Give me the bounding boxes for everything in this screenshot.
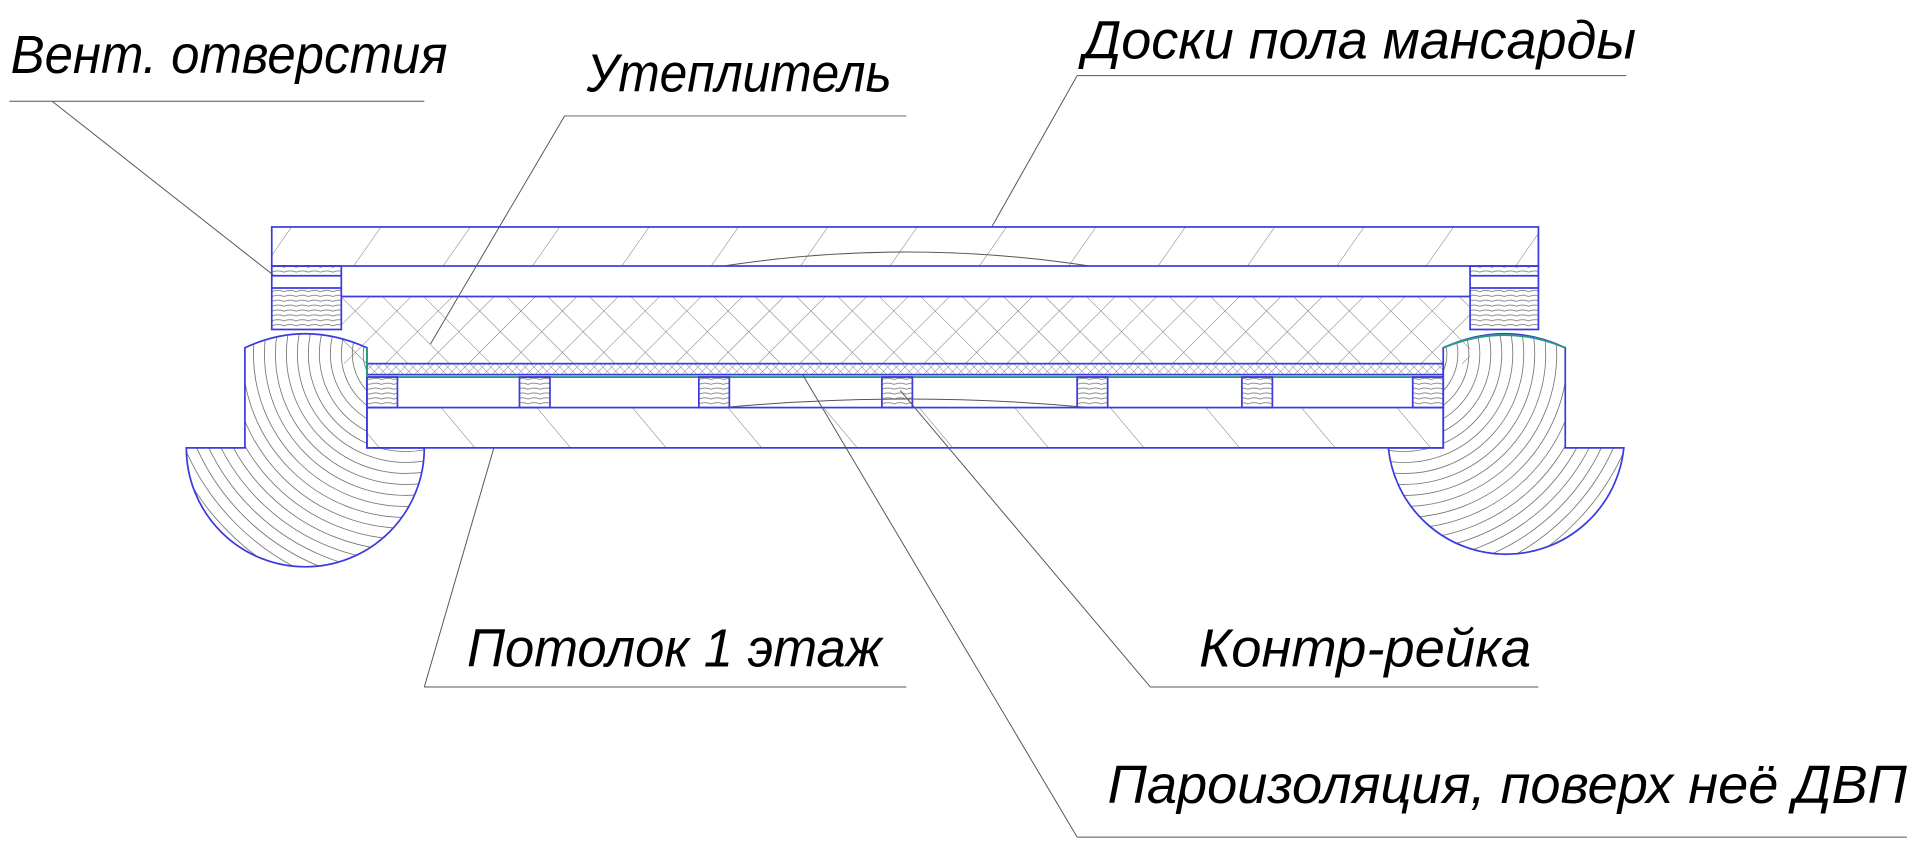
callout-vent: Вент. отверстия bbox=[9, 25, 448, 277]
growth-ring bbox=[1388, 333, 1503, 452]
label-floor-boards: Доски пола мансарды bbox=[1078, 11, 1636, 71]
label-vapor-barrier: Пароизоляция, поверх неё ДВП bbox=[1108, 755, 1907, 815]
counter-batten bbox=[1241, 376, 1274, 409]
vapor-barrier-layer bbox=[366, 362, 1445, 379]
callout-ceiling: Потолок 1 этаж bbox=[423, 447, 907, 688]
growth-ring bbox=[264, 333, 425, 496]
label-ceiling: Потолок 1 этаж bbox=[467, 618, 884, 678]
callout-vapor-barrier: Пароизоляция, поверх неё ДВП bbox=[802, 374, 1907, 838]
vent-block-right bbox=[1469, 265, 1540, 331]
vent-block-left bbox=[270, 265, 343, 331]
counter-batten bbox=[366, 376, 399, 409]
counter-batten bbox=[1411, 376, 1445, 409]
growth-ring bbox=[1388, 333, 1525, 474]
counter-batten bbox=[881, 376, 914, 409]
callout-counter-batten: Контр-рейка bbox=[899, 390, 1539, 688]
label-insulation: Утеплитель bbox=[586, 44, 892, 104]
growth-ring bbox=[285, 333, 425, 474]
growth-ring bbox=[1388, 333, 1514, 463]
growth-ring bbox=[307, 333, 425, 452]
insulation-layer bbox=[341, 295, 1471, 364]
label-vent: Вент. отверстия bbox=[11, 25, 448, 85]
growth-ring bbox=[296, 333, 425, 463]
growth-ring bbox=[1388, 333, 1536, 485]
counter-battens bbox=[366, 376, 1445, 409]
counter-batten bbox=[518, 376, 551, 409]
counter-batten bbox=[698, 376, 731, 409]
counter-batten bbox=[1076, 376, 1109, 409]
growth-ring bbox=[253, 333, 425, 507]
growth-ring bbox=[274, 333, 425, 485]
label-counter-batten: Контр-рейка bbox=[1199, 618, 1531, 678]
callout-insulation: Утеплитель bbox=[429, 44, 907, 345]
attic-floor-board bbox=[270, 226, 1540, 267]
callout-floor-boards: Доски пола мансарды bbox=[991, 11, 1636, 228]
